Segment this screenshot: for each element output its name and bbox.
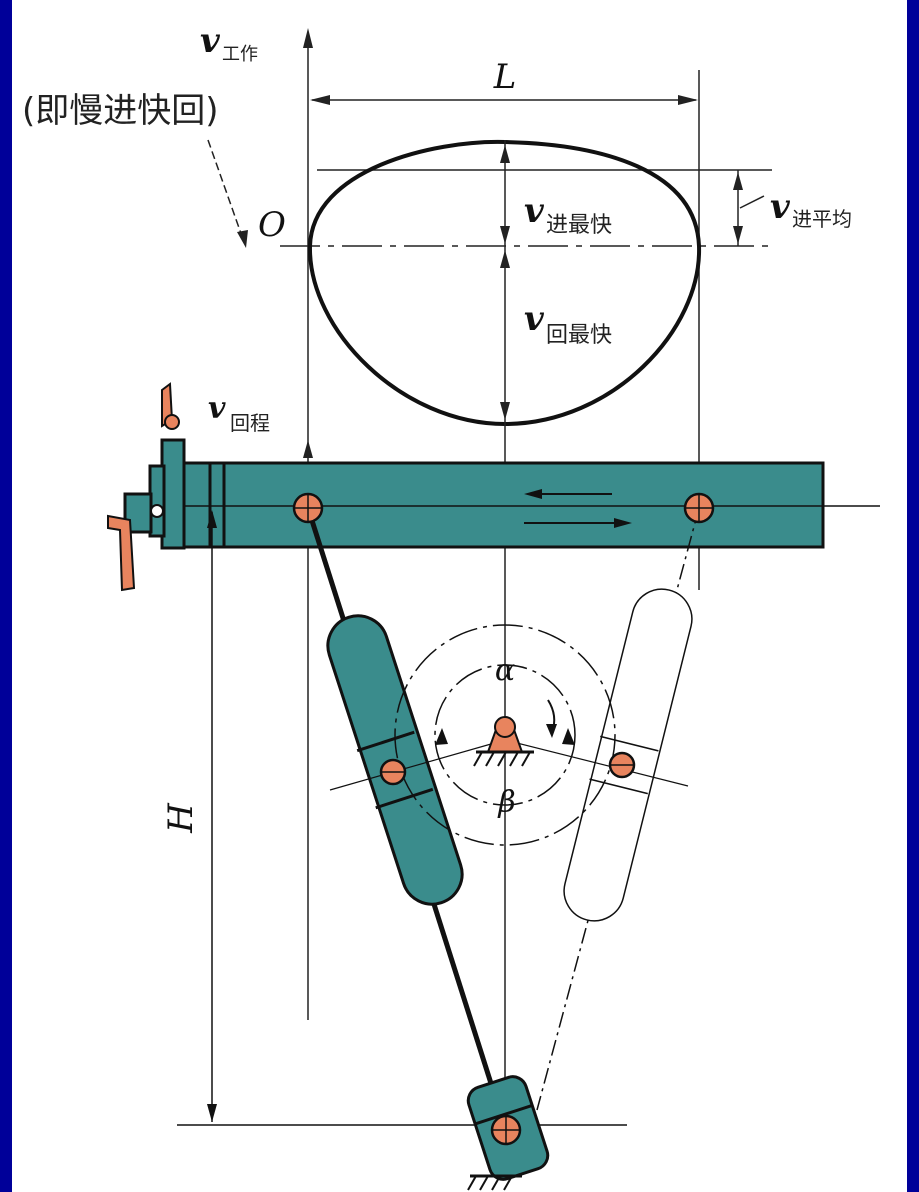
v-ret-max-label: v 回最快: [524, 299, 612, 348]
ret-max-arrow-down-icon: [500, 402, 510, 420]
avg-arrow-up-icon: [733, 172, 743, 190]
pin-joint-crank-left-icon: [379, 758, 407, 786]
mechanism-diagram: L v 工作 (即慢进快回) O v 进最快 v 进平均 v 回最快: [22, 21, 880, 1191]
avg-arrow-down-icon: [733, 226, 743, 244]
velocity-curve: [307, 139, 702, 427]
note-leader-line: [207, 139, 245, 243]
svg-text:回程: 回程: [230, 411, 270, 435]
return-stroke-arrow-icon: [303, 440, 313, 458]
alpha-arrow-left-icon: [435, 728, 448, 745]
ret-max-arrow-up-icon: [500, 250, 510, 268]
svg-text:进平均: 进平均: [792, 207, 852, 231]
length-arrow-left-icon: [310, 95, 330, 105]
tool-holder: [107, 382, 186, 592]
svg-text:进最快: 进最快: [546, 213, 612, 238]
length-arrow-right-icon: [678, 95, 698, 105]
ram-slider: [162, 461, 880, 549]
crank-path-circle: [394, 624, 616, 846]
rocker-sliding-block: [356, 730, 434, 810]
diagram-canvas: L v 工作 (即慢进快回) O v 进最快 v 进平均 v 回最快: [12, 0, 907, 1192]
bottom-ground-icon: [467, 1174, 522, 1191]
pin-joint-right-icon: [683, 492, 715, 524]
svg-text:v: v: [200, 21, 221, 61]
pin-joint-left-icon: [292, 492, 324, 524]
origin-label: O: [258, 205, 286, 245]
note-leader-arrow-icon: [237, 230, 248, 248]
angle-circle: [434, 664, 576, 806]
v-return-label: v 回程: [208, 391, 270, 435]
height-arrow-up-icon: [207, 510, 217, 528]
slow-fast-note: (即慢进快回): [22, 91, 219, 131]
ram-direction-arrows-icon: [524, 489, 632, 528]
svg-text:v: v: [524, 299, 545, 339]
pivot-support-icon: [473, 716, 534, 767]
pin-joint-crank-right-icon: [608, 751, 636, 779]
height-arrow-down-icon: [207, 1104, 217, 1122]
beta-label: β: [497, 785, 515, 820]
v-work-label: v 工作: [200, 21, 258, 65]
velocity-axis-arrow-icon: [303, 28, 313, 48]
avg-leader-line: [739, 195, 765, 209]
svg-text:v: v: [208, 391, 226, 426]
svg-text:工作: 工作: [222, 44, 258, 65]
svg-text:v: v: [524, 191, 545, 231]
alpha-label: α: [495, 653, 515, 688]
phantom-sliding-block: [589, 735, 659, 795]
adv-max-arrow-down-icon: [500, 226, 510, 244]
height-label: H: [161, 802, 201, 834]
crank-line-left: [329, 739, 506, 791]
svg-text:v: v: [770, 187, 791, 227]
v-adv-max-label: v 进最快: [524, 191, 612, 238]
adv-max-arrow-up-icon: [500, 145, 510, 163]
crank-line-right: [504, 739, 689, 787]
v-adv-avg-label: v 进平均: [770, 187, 852, 231]
alpha-arrow-right-icon: [562, 728, 575, 745]
pin-joint-bottom-icon: [490, 1114, 522, 1146]
rotation-arrow-icon: [546, 724, 557, 738]
length-label: L: [493, 57, 517, 97]
svg-text:回最快: 回最快: [546, 323, 612, 348]
